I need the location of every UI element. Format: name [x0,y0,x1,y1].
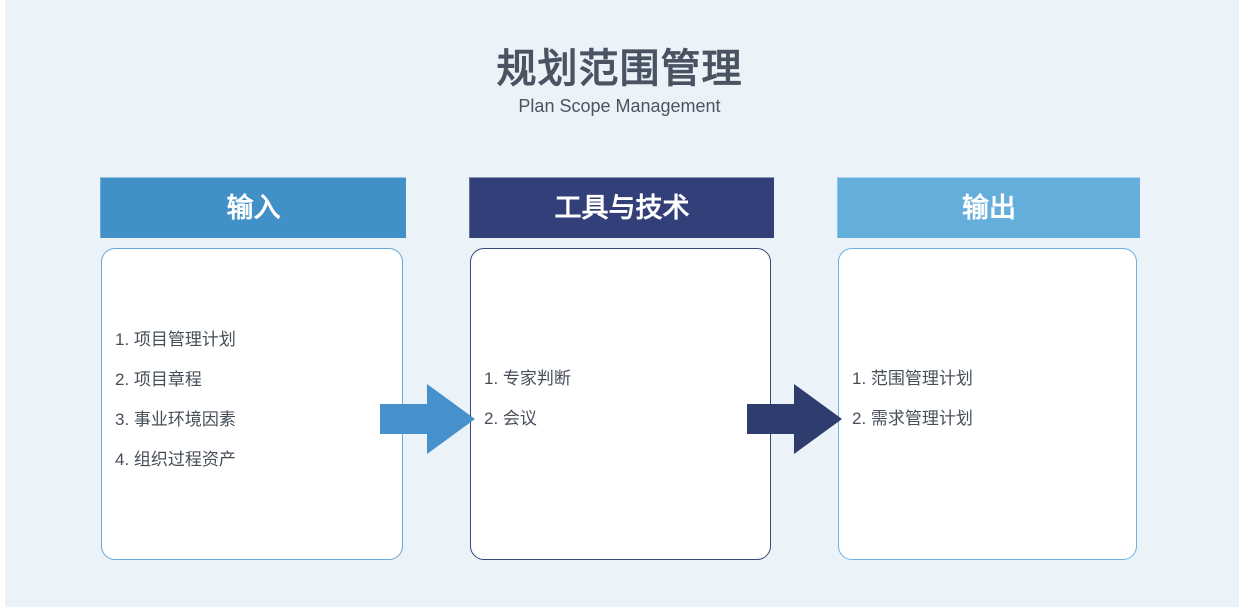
column-input-header: 输入 [100,177,406,238]
right-arrow-icon [747,384,842,454]
list-item: 2. 会议 [484,409,537,428]
column-input-body: 1. 项目管理计划 2. 项目章程 3. 事业环境因素 4. 组织过程资产 [101,248,403,560]
right-arrow-icon [380,384,475,454]
page-subtitle: Plan Scope Management [518,96,721,116]
list-item: 4. 组织过程资产 [115,450,236,469]
list-item: 2. 项目章程 [115,370,202,389]
column-input-item-list: 1. 项目管理计划 2. 项目章程 3. 事业环境因素 4. 组织过程资产 [102,249,402,480]
column-output-header: 输出 [837,177,1140,238]
column-output-body: 1. 范围管理计划 2. 需求管理计划 [838,248,1137,560]
list-item: 2. 需求管理计划 [852,409,973,428]
column-tools-techniques-header: 工具与技术 [469,177,774,238]
list-item: 1. 项目管理计划 [115,330,236,349]
column-tools-techniques-item-list: 1. 专家判断 2. 会议 [471,249,770,439]
list-item: 1. 专家判断 [484,369,571,388]
column-output-item-list: 1. 范围管理计划 2. 需求管理计划 [839,249,1136,439]
list-item: 1. 范围管理计划 [852,369,973,388]
list-item: 3. 事业环境因素 [115,410,236,429]
column-tools-techniques-body: 1. 专家判断 2. 会议 [470,248,771,560]
page-title: 规划范围管理 [496,47,743,91]
